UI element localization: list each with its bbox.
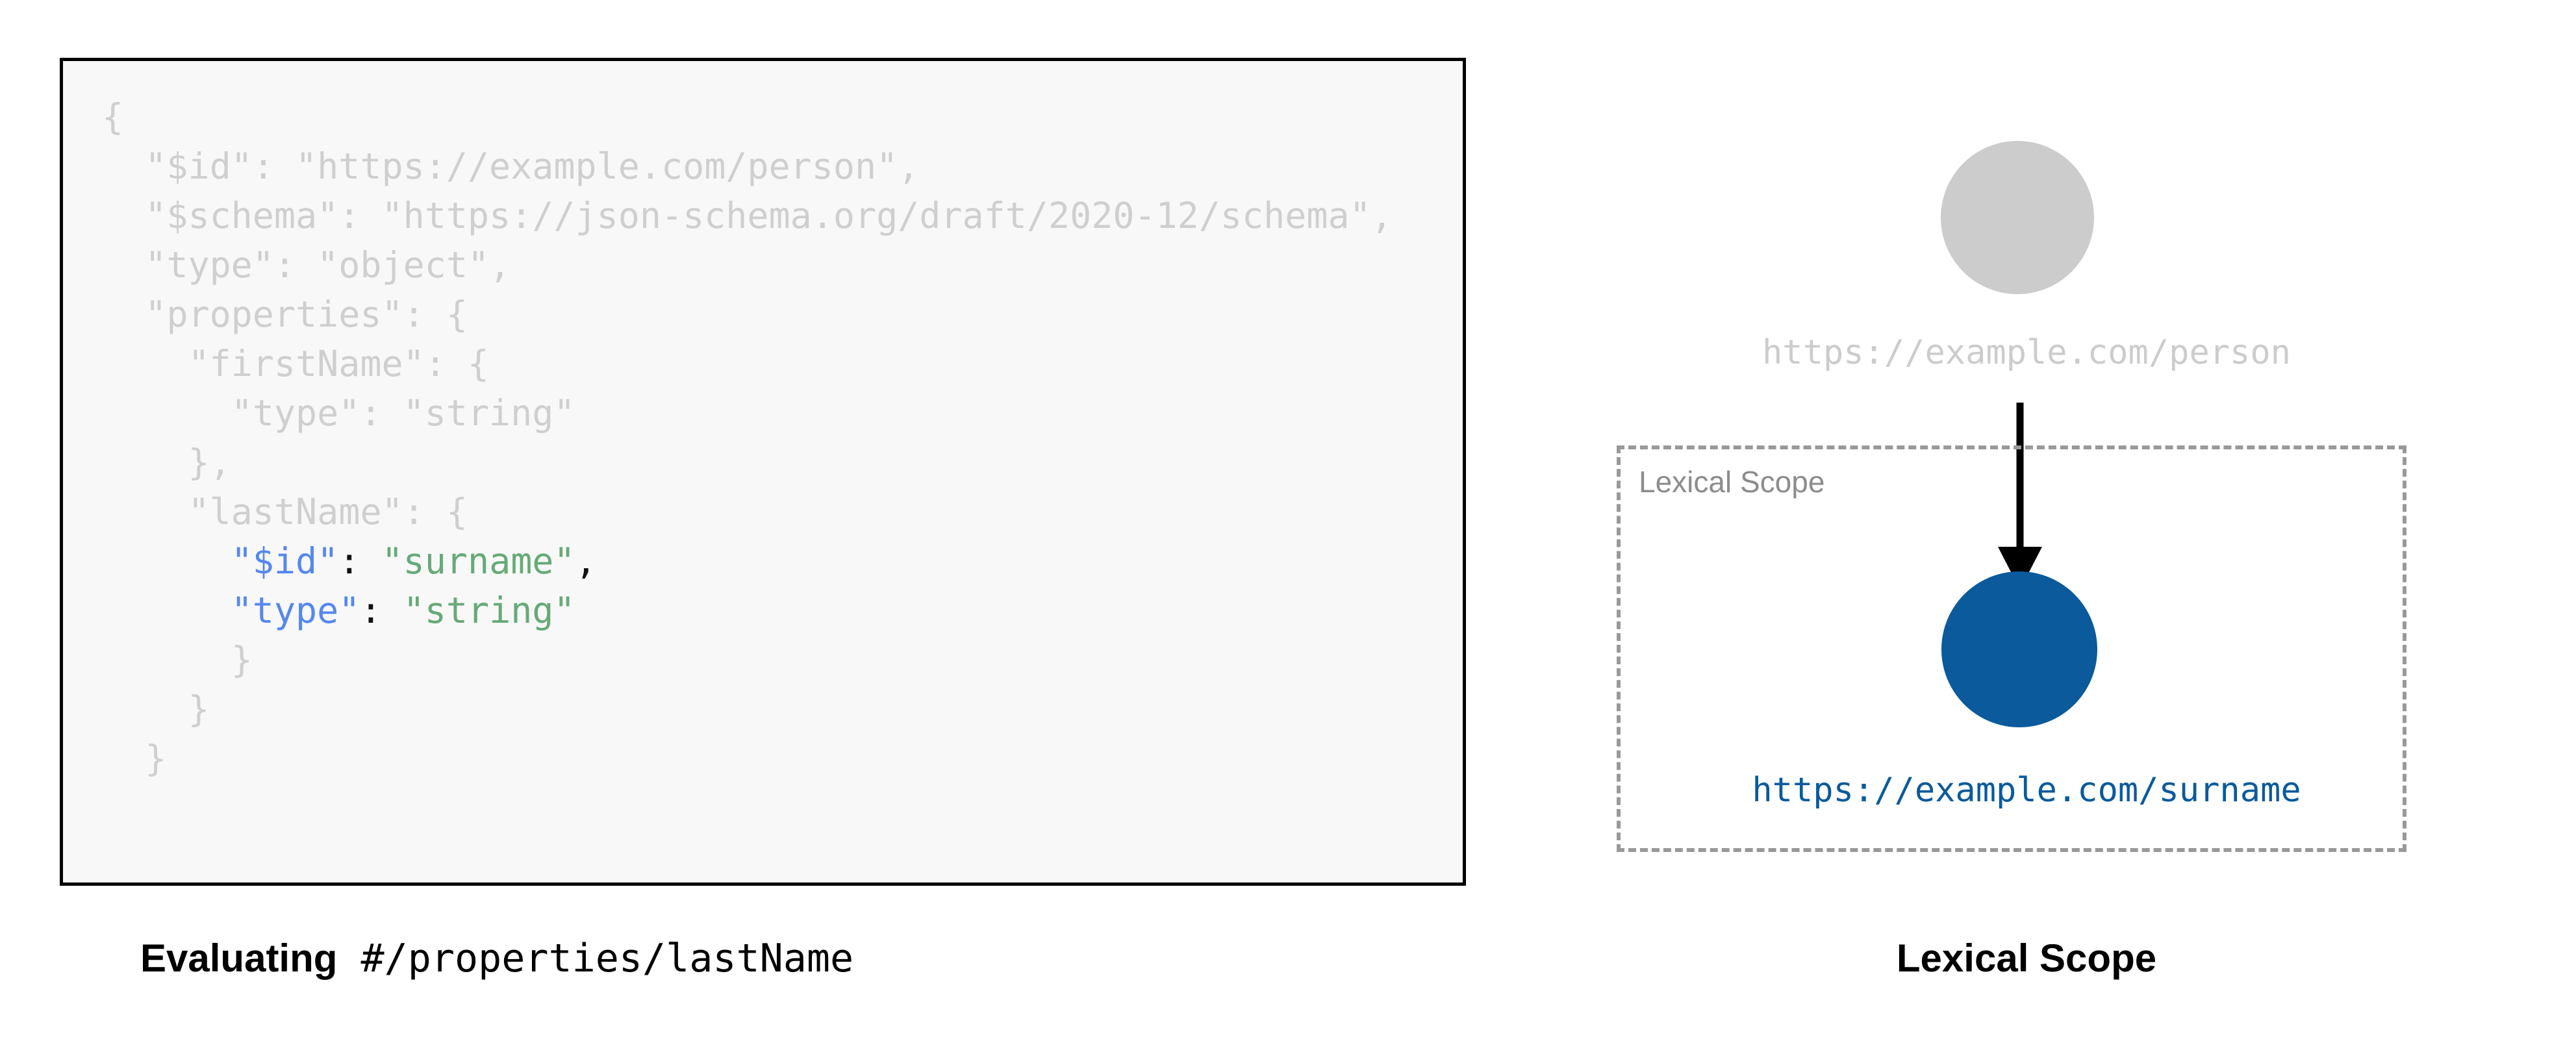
json-code-panel: { "$id": "https://example.com/person", "… (60, 58, 1466, 886)
scope-arrow-icon (1998, 403, 2042, 590)
code-token: : (273, 244, 318, 286)
code-line: "lastName": { (102, 491, 468, 532)
code-token: } (188, 688, 210, 730)
code-indent (102, 294, 145, 335)
left-caption-pointer: #/properties/lastName (337, 936, 854, 981)
code-line: } (102, 639, 253, 681)
code-token (360, 540, 381, 582)
code-line: "type": "string" (102, 392, 575, 434)
code-token: , (489, 244, 511, 286)
code-token: "https://example.com/person" (296, 145, 898, 187)
code-token: "https://json-schema.org/draft/2020-12/s… (381, 195, 1371, 236)
code-token: "$id" (231, 540, 339, 582)
surname-schema-node-circle (1941, 571, 2097, 727)
code-token: { (102, 96, 124, 138)
code-token: }, (188, 442, 231, 483)
code-line: "$schema": "https://json-schema.org/draf… (102, 195, 1393, 236)
left-caption: Evaluating #/properties/lastName (140, 933, 853, 984)
code-token: "type" (145, 244, 274, 286)
code-indent (102, 688, 188, 730)
code-token: "type" (231, 392, 360, 434)
code-token: "string" (403, 392, 575, 434)
code-indent (102, 244, 145, 286)
json-code-block: { "$id": "https://example.com/person", "… (102, 92, 1393, 783)
surname-schema-node-label: https://example.com/surname (1752, 771, 2301, 810)
code-line: "$id": "https://example.com/person", (102, 145, 919, 187)
code-line: { (102, 96, 123, 138)
code-indent (102, 343, 188, 384)
code-token: : (360, 392, 403, 434)
code-line: }, (102, 442, 231, 483)
code-token: , (898, 145, 920, 187)
code-indent (102, 145, 145, 187)
code-indent (102, 442, 188, 483)
code-indent (102, 392, 231, 434)
code-line: "properties": { (102, 294, 468, 335)
code-token: : (338, 195, 382, 236)
code-indent (102, 491, 188, 532)
code-indent (102, 590, 231, 631)
code-token: "object" (317, 244, 490, 286)
code-token: , (575, 540, 597, 582)
code-line: "type": "string" (102, 590, 575, 631)
root-schema-node-label: https://example.com/person (1762, 333, 2291, 372)
code-indent (102, 540, 231, 582)
code-token: : { (403, 294, 468, 335)
lexical-scope-diagram: https://example.com/person Lexical Scope… (1572, 39, 2481, 909)
code-token: "$id" (145, 145, 253, 187)
code-indent (102, 195, 145, 236)
root-schema-node-circle (1941, 141, 2094, 294)
code-token: "string" (403, 590, 575, 631)
code-line: "$id": "surname", (102, 540, 597, 582)
code-line: "firstName": { (102, 343, 489, 384)
code-line: "type": "object", (102, 244, 511, 286)
code-token: , (1370, 195, 1393, 236)
code-line: } (102, 738, 166, 779)
left-caption-bold: Evaluating (140, 936, 338, 980)
code-token: } (231, 639, 253, 681)
code-token: : { (403, 491, 468, 532)
code-indent (102, 738, 145, 779)
code-token: "properties" (145, 294, 403, 335)
code-token: "firstName" (188, 343, 425, 384)
lexical-scope-box: Lexical Scope (1617, 445, 2406, 852)
code-token: : (338, 540, 360, 582)
code-token: : { (424, 343, 490, 384)
code-token: "$schema" (145, 195, 339, 236)
code-token: } (145, 738, 167, 779)
right-caption: Lexical Scope (1896, 936, 2157, 980)
code-indent (102, 639, 231, 681)
code-token: "type" (231, 590, 360, 631)
code-token: "surname" (381, 540, 575, 582)
code-line: } (102, 688, 210, 730)
code-token: : (360, 590, 382, 631)
code-token: "lastName" (188, 491, 403, 532)
code-token: : (252, 145, 296, 187)
code-token (382, 590, 403, 631)
lexical-scope-box-label: Lexical Scope (1639, 465, 1825, 499)
